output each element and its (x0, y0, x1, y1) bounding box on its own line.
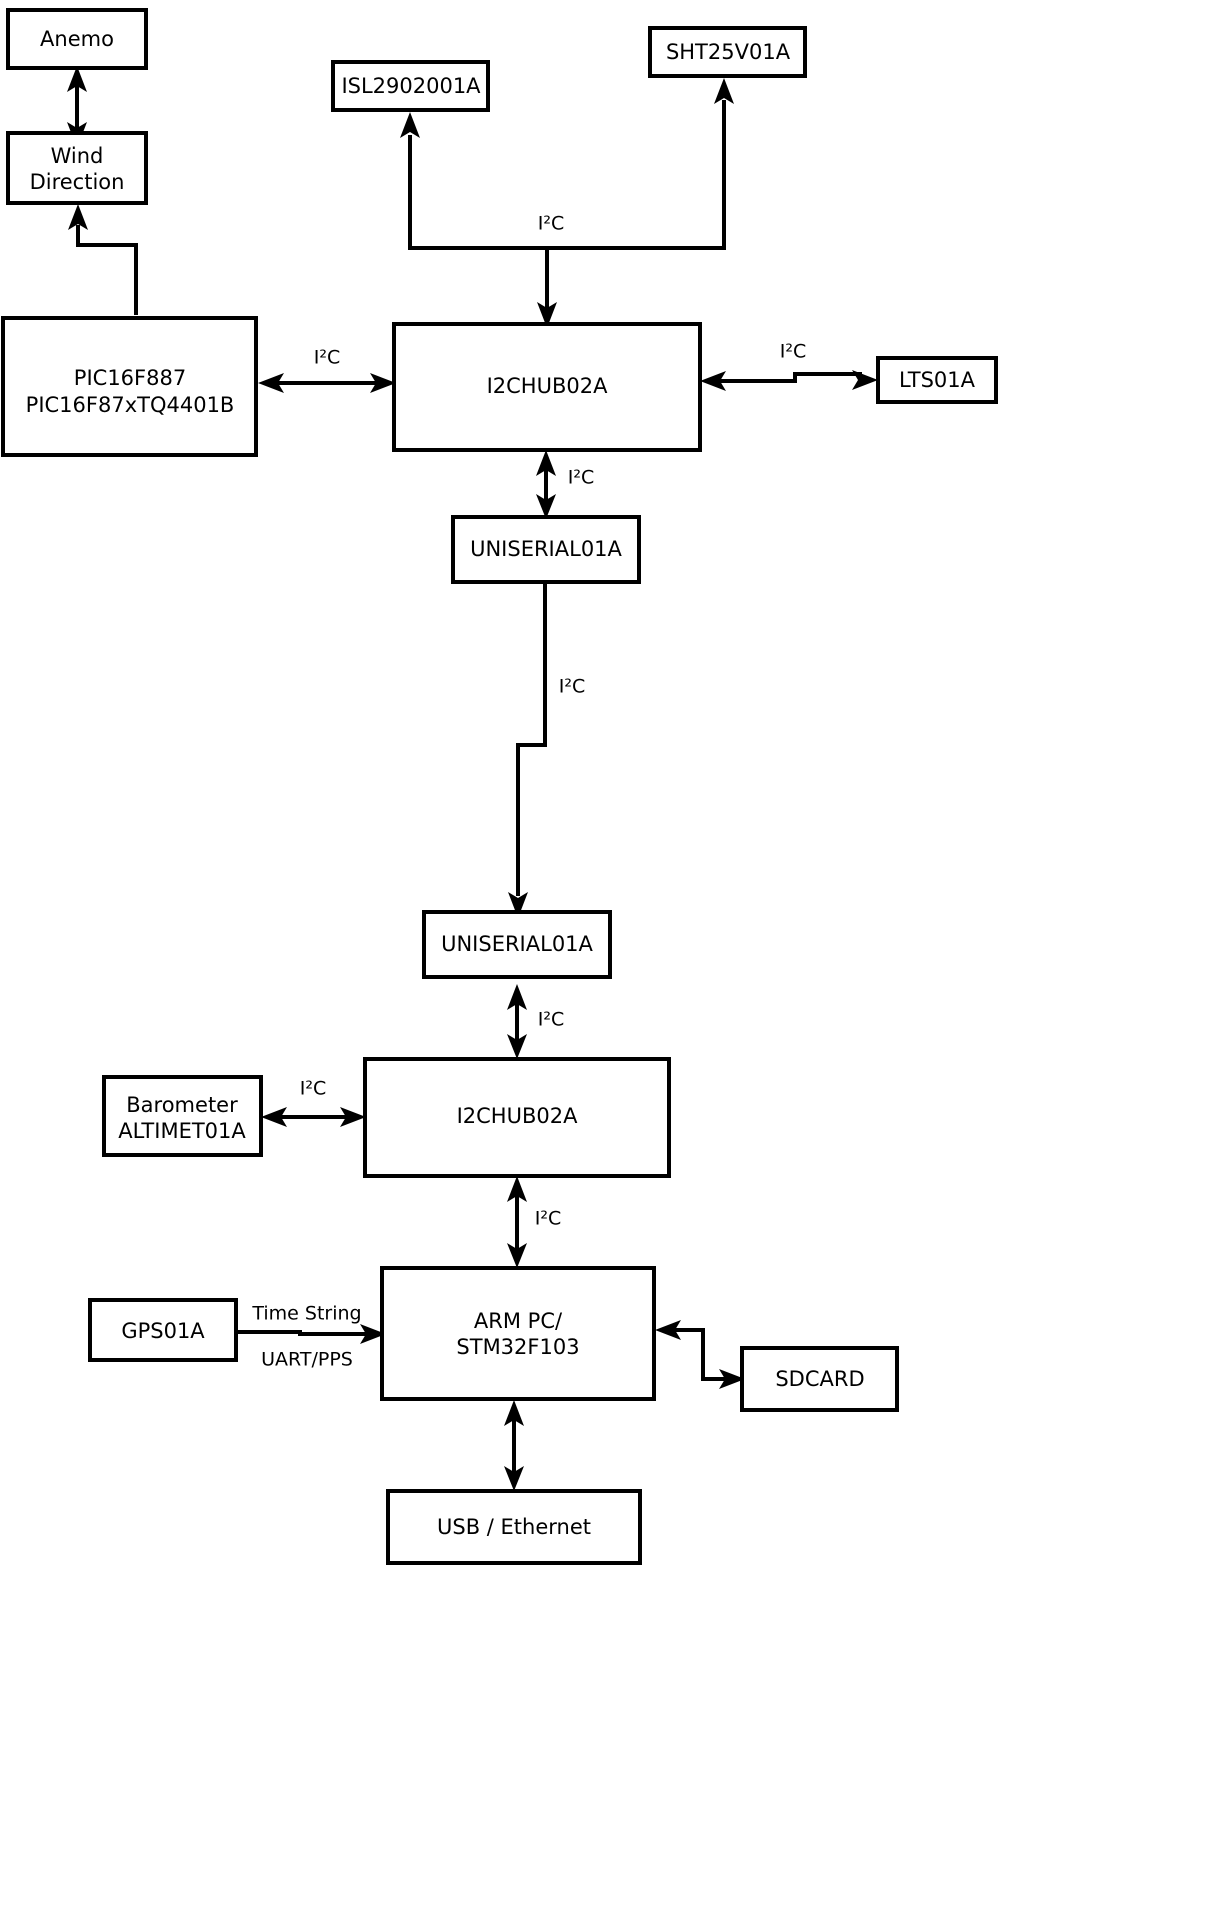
edge-armpc-usbethernet (504, 1400, 524, 1491)
node-sht25v01a-box[interactable] (648, 26, 807, 78)
node-gps01a-label: GPS01A (121, 1319, 205, 1343)
node-barometer[interactable]: Barometer ALTIMET01A (102, 1075, 263, 1157)
node-uniserial01a-lower[interactable]: UNISERIAL01A (422, 910, 612, 979)
edge-i2chub-top-uniserial-up (536, 450, 556, 519)
node-wind-direction-label-line2: Direction (30, 170, 125, 194)
node-i2chub02a-top[interactable]: I2CHUB02A (392, 322, 702, 452)
edge-i2chub-top-bus (400, 78, 734, 328)
edge-gps01a-armpc (238, 1324, 386, 1344)
node-uniserial01a-lower-label: UNISERIAL01A (441, 932, 593, 956)
node-lts01a[interactable]: LTS01A (876, 356, 998, 404)
edge-pic-i2chub-top (258, 373, 396, 393)
edge-label-i2c-hub2-armpc: I²C (535, 1208, 562, 1230)
node-pic16f887-box[interactable] (1, 316, 258, 457)
node-lts01a-label: LTS01A (899, 368, 976, 392)
node-i2chub02a-bottom-box[interactable] (363, 1057, 671, 1178)
node-anemo[interactable]: Anemo (6, 8, 148, 70)
node-sht25v01a[interactable]: SHT25V01A (648, 26, 807, 78)
node-uniserial01a-upper-box[interactable] (451, 515, 641, 584)
node-i2chub02a-top-label: I2CHUB02A (487, 374, 609, 398)
node-uniserial01a-upper[interactable]: UNISERIAL01A (451, 515, 641, 584)
node-uniserial01a-upper-label: UNISERIAL01A (470, 537, 622, 561)
node-barometer-box[interactable] (102, 1075, 263, 1157)
node-isl2902001a-label: ISL2902001A (341, 74, 481, 98)
edge-uniserial-up-dn (508, 584, 547, 918)
node-gps01a[interactable]: GPS01A (88, 1298, 238, 1362)
node-i2chub02a-bottom-label: I2CHUB02A (457, 1104, 579, 1128)
node-sdcard-label: SDCARD (775, 1367, 864, 1391)
node-usb-ethernet[interactable]: USB / Ethernet (386, 1489, 642, 1565)
node-arm-pc[interactable]: ARM PC/ STM32F103 (380, 1266, 656, 1401)
node-sht25v01a-label: SHT25V01A (666, 40, 791, 64)
node-pic16f887-label-line2: PIC16F87xTQ4401B (26, 393, 235, 417)
node-uniserial01a-lower-box[interactable] (422, 910, 612, 979)
node-gps01a-box[interactable] (88, 1298, 238, 1362)
node-sdcard-box[interactable] (740, 1346, 899, 1412)
edge-i2chub-bot-armpc (507, 1176, 527, 1268)
node-isl2902001a[interactable]: ISL2902001A (331, 60, 490, 112)
edge-uniserial-dn-i2chub-bot (507, 984, 527, 1059)
edge-label-i2c-barometer: I²C (300, 1078, 327, 1100)
node-sdcard[interactable]: SDCARD (740, 1346, 899, 1412)
node-isl2902001a-box[interactable] (331, 60, 490, 112)
edge-label-i2c-pic: I²C (314, 347, 341, 369)
edge-pic-winddir (68, 204, 138, 315)
node-anemo-box[interactable] (6, 8, 148, 70)
node-i2chub02a-top-box[interactable] (392, 322, 702, 452)
node-arm-pc-label-line2: STM32F103 (456, 1335, 579, 1359)
edge-label-i2c-hub-uniserial: I²C (568, 467, 595, 489)
edge-armpc-sdcard (655, 1320, 745, 1389)
node-wind-direction-label-line1: Wind (51, 144, 104, 168)
edge-label-i2c-uniserial-hub2: I²C (538, 1009, 565, 1031)
node-arm-pc-label-line1: ARM PC/ (474, 1309, 563, 1333)
node-barometer-label-line2: ALTIMET01A (118, 1119, 246, 1143)
edge-label-uart-pps: UART/PPS (261, 1349, 353, 1371)
node-lts01a-box[interactable] (876, 356, 998, 404)
node-arm-pc-box[interactable] (380, 1266, 656, 1401)
edge-label-i2c-bus-top: I²C (538, 213, 565, 235)
node-anemo-label: Anemo (40, 27, 114, 51)
node-pic16f887[interactable]: PIC16F887 PIC16F87xTQ4401B (1, 316, 258, 457)
node-usb-ethernet-box[interactable] (386, 1489, 642, 1565)
node-barometer-label-line1: Barometer (126, 1093, 238, 1117)
edge-barometer-i2chub-bot (261, 1107, 366, 1127)
edge-label-i2c-lts: I²C (780, 341, 807, 363)
edge-label-time-string: Time String (251, 1303, 361, 1325)
edge-label-i2c-uniserial-uniserial: I²C (559, 676, 586, 698)
node-wind-direction-box[interactable] (6, 131, 148, 205)
node-i2chub02a-bottom[interactable]: I2CHUB02A (363, 1057, 671, 1178)
node-pic16f887-label-line1: PIC16F887 (74, 366, 186, 390)
node-usb-ethernet-label: USB / Ethernet (437, 1515, 591, 1539)
node-wind-direction[interactable]: Wind Direction (6, 131, 148, 205)
edge-i2chub-top-lts01a (700, 370, 878, 391)
